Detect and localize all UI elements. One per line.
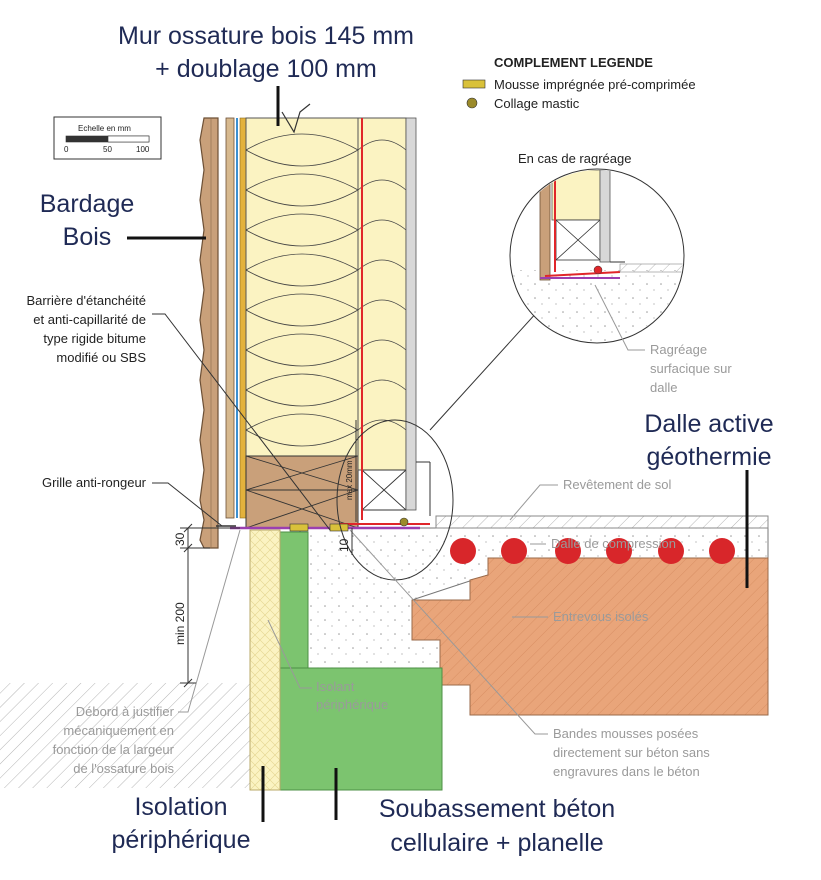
debord-note-l4: de l'ossature bois xyxy=(73,761,174,776)
debord-leader xyxy=(178,529,241,713)
plasterboard xyxy=(405,117,417,511)
magnified-detail xyxy=(509,168,685,344)
heating-pipe xyxy=(606,538,632,564)
wall-title-line1: Mur ossature bois 145 mm xyxy=(118,22,414,50)
lining-insulation xyxy=(357,117,407,471)
dalle-compression-note: Dalle de compression xyxy=(551,536,676,551)
dim-10: 10 xyxy=(337,538,351,552)
ragreage-leader xyxy=(594,284,645,351)
ragreage-case-title: En cas de ragréage xyxy=(518,151,631,166)
cladding-title-line2: Bois xyxy=(63,223,112,251)
lining-wave xyxy=(357,139,407,431)
bandes-note-l3: engravures dans le béton xyxy=(553,764,700,779)
debord-note-l3: fonction de la largeur xyxy=(53,742,175,757)
entrevous-note: Entrevous isolés xyxy=(553,609,649,624)
legend-title: COMPLEMENT LEGENDE xyxy=(494,55,653,70)
bandes-leader xyxy=(349,529,548,735)
legend-mastic-swatch xyxy=(466,97,478,109)
heating-pipe xyxy=(555,538,581,564)
detail-connector xyxy=(429,299,549,431)
isolant-note-l1: Isolant xyxy=(316,679,355,694)
sole-plate xyxy=(245,455,359,529)
insulated-entrevous xyxy=(411,557,769,716)
foam-strip xyxy=(329,523,349,532)
legend-mastic-label: Collage mastic xyxy=(494,96,580,111)
insulation-wave-pattern xyxy=(245,133,359,447)
scale-tick-0: 0 xyxy=(64,145,69,154)
timber-cladding xyxy=(199,117,219,549)
peripheral-insulation xyxy=(249,529,281,791)
heating-pipes xyxy=(450,538,735,564)
insulation-title-line2: périphérique xyxy=(112,826,251,854)
cellular-concrete-base-lower xyxy=(279,667,443,791)
ground-hatch-left xyxy=(0,683,250,788)
barrier-note-l4: modifié ou SBS xyxy=(56,350,146,365)
foam-strip xyxy=(289,523,309,532)
base-title-line1: Soubassement béton xyxy=(379,795,615,823)
floor-covering xyxy=(435,515,769,529)
scale-title: Echelle en mm xyxy=(78,124,131,133)
lining-batten-cross xyxy=(361,469,407,511)
barrier-leader xyxy=(152,313,331,531)
debord-note-l2: mécaniquement en xyxy=(63,723,174,738)
batten xyxy=(225,117,235,519)
cladding-title-line1: Bardage xyxy=(40,190,135,218)
base-title-line2: cellulaire + planelle xyxy=(390,829,603,857)
break-symbol xyxy=(281,103,311,134)
dimension-lines xyxy=(180,420,357,688)
grid-note: Grille anti-rongeur xyxy=(42,475,147,490)
bandes-note-l2: directement sur béton sans xyxy=(553,745,710,760)
heating-pipe xyxy=(450,538,476,564)
slab-title-line1: Dalle active xyxy=(644,410,773,438)
heating-pipe xyxy=(709,538,735,564)
barrier-note-l3: type rigide bitume xyxy=(43,331,146,346)
debord-note-l1: Débord à justifier xyxy=(76,704,175,719)
dim-max-20: max 20mm xyxy=(345,460,354,500)
scale-tick-100: 100 xyxy=(136,145,150,154)
cellular-concrete-base xyxy=(279,531,309,673)
grid-leader xyxy=(152,482,223,527)
revetement-leader xyxy=(509,484,558,521)
ragreage-note-l3: dalle xyxy=(650,380,677,395)
legend-foam-swatch xyxy=(462,79,486,89)
slab-title-line2: géothermie xyxy=(646,443,771,471)
barrier-note-l1: Barrière d'étanchéité xyxy=(26,293,146,308)
ragreage-note-l1: Ragréage xyxy=(650,342,707,357)
wall-title-line2: + doublage 100 mm xyxy=(155,55,377,83)
revetement-note: Revêtement de sol xyxy=(563,477,672,492)
isolant-leader xyxy=(267,619,312,689)
dim-30: 30 xyxy=(173,532,187,546)
legend-foam-label: Mousse imprégnée pré-comprimée xyxy=(494,77,696,92)
barrier-note-l2: et anti-capillarité de xyxy=(33,312,146,327)
wall-insulation xyxy=(245,117,359,457)
heating-pipe xyxy=(501,538,527,564)
scale-tick-50: 50 xyxy=(103,145,112,154)
isolant-note-l2: périphérique xyxy=(316,697,388,712)
mastic-bead xyxy=(399,517,409,527)
sole-plate-cross xyxy=(245,455,359,529)
ragreage-note-l2: surfacique sur xyxy=(650,361,732,376)
heating-pipe xyxy=(658,538,684,564)
bandes-note-l1: Bandes mousses posées xyxy=(553,726,699,741)
dim-min-200: min 200 xyxy=(173,602,187,645)
osb-panel xyxy=(239,117,247,519)
insulation-title-line1: Isolation xyxy=(134,793,227,821)
scale-bar xyxy=(53,116,162,160)
